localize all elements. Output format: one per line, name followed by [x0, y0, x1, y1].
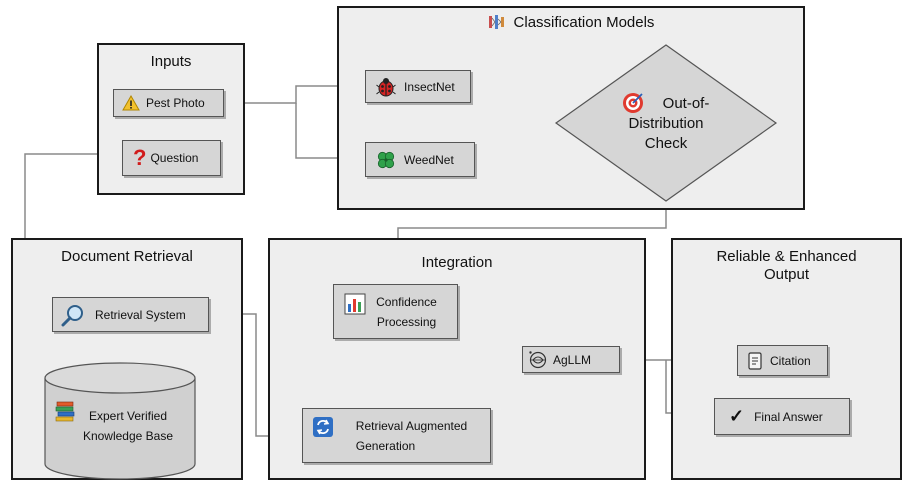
pest-photo-node: Pest Photo [113, 89, 224, 117]
inputs-title: Inputs [150, 53, 192, 70]
four-leaf-clover-icon [376, 150, 396, 170]
ood-check-label: Out-of- Distribution Check [628, 95, 710, 152]
agllm-node: AgLLM [522, 346, 620, 373]
citation-node: Citation [737, 345, 828, 376]
confidence-processing-label: Confidence Processing [376, 294, 437, 329]
question-node: ? Question [122, 140, 221, 176]
books-icon [54, 400, 76, 422]
pest-photo-label: Pest Photo [146, 96, 205, 110]
neural-network-icon [488, 14, 506, 30]
confidence-processing-node: Confidence Processing [333, 284, 458, 339]
final-answer-node: ✓ Final Answer [714, 398, 850, 435]
document-retrieval-title: Document Retrieval [61, 248, 193, 265]
rag-label: Retrieval Augmented Generation [355, 418, 468, 453]
llm-logo-icon [529, 350, 547, 369]
weednet-node: WeedNet [365, 142, 475, 177]
check-icon: ✓ [729, 406, 745, 426]
retrieval-system-node: Retrieval System [52, 297, 209, 332]
ood-check-diamond [554, 44, 778, 202]
cycle-arrows-icon [313, 417, 333, 437]
magnifier-icon [61, 303, 85, 327]
classification-title-text: Classification Models [513, 14, 655, 31]
knowledge-base-cylinder [44, 362, 196, 480]
bar-chart-icon [344, 293, 366, 315]
output-title: Reliable & Enhanced Output [716, 248, 857, 283]
retrieval-system-label: Retrieval System [95, 307, 186, 322]
integration-title: Integration [421, 254, 493, 271]
classification-title: Classification Models [339, 14, 803, 32]
target-icon [622, 92, 644, 114]
ladybug-icon [376, 77, 396, 97]
rag-node: Retrieval Augmented Generation [302, 408, 491, 463]
question-label: Question [150, 151, 199, 165]
document-icon [748, 351, 762, 370]
final-answer-label: Final Answer [754, 409, 823, 424]
knowledge-base-label: Expert Verified Knowledge Base [82, 409, 174, 443]
citation-label: Citation [770, 353, 811, 368]
warning-icon [122, 95, 140, 111]
weednet-label: WeedNet [404, 152, 454, 167]
question-mark-icon: ? [133, 145, 147, 170]
output-panel: Reliable & Enhanced Output [671, 238, 902, 480]
insectnet-node: InsectNet [365, 70, 471, 103]
agllm-label: AgLLM [553, 352, 592, 367]
insectnet-label: InsectNet [404, 79, 455, 94]
